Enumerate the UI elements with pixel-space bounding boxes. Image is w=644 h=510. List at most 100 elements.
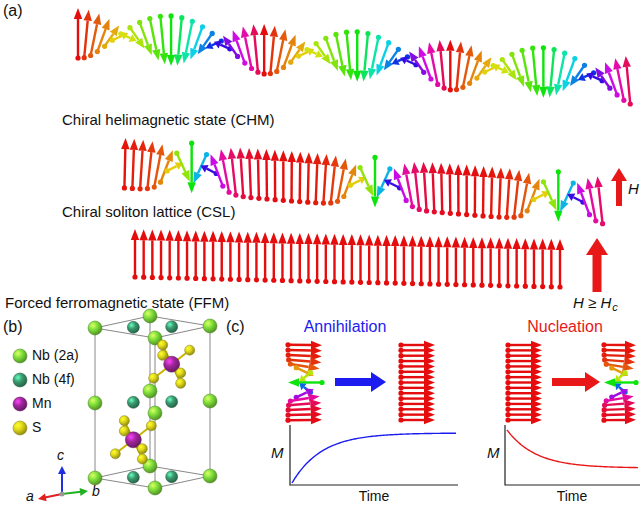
spin-ball [110,38,115,43]
spin-ball [263,277,268,282]
spin-arrow [296,233,304,284]
spin-arrow [504,238,512,289]
spin-head [554,211,562,222]
spin-head [198,44,207,55]
spin-arrow [398,394,435,402]
spin-shaft [515,249,517,286]
spin-ball [273,197,278,202]
spin-head [135,38,144,49]
spin-arrow [495,238,503,289]
spin-head [157,230,165,241]
spin-arrow [279,150,287,203]
spin-arrow [530,238,538,289]
spin-ball [505,396,510,401]
spin-arrow [333,32,346,77]
spin-arrow [554,169,562,222]
spin-ball [130,186,135,191]
spin-shaft [356,32,358,71]
spin-head [241,26,249,38]
spin-ball [122,185,127,190]
spin-shaft [323,165,325,203]
spin-ball [141,275,146,280]
spin-head [377,186,385,198]
spin-head [454,164,462,175]
spin-arrow [505,362,542,370]
spin-ball [427,281,432,286]
spin-shaft [508,413,531,415]
spin-head [165,150,173,162]
spin-shaft [282,161,284,200]
spin-ball [376,35,381,40]
spin-head [338,65,346,77]
spin-head [394,168,402,180]
spin-shaft [590,189,596,221]
spin-arrow [130,139,138,191]
spin-shaft [507,249,509,286]
spin-head [402,164,410,176]
spin-ball [168,13,173,18]
spin-shaft [401,376,424,378]
spin-arrow [486,237,494,288]
spin-arrow [371,155,379,208]
spin-arrow [601,416,636,424]
ferro-picture [505,341,542,424]
arrow-shaft [61,473,63,494]
spin-shaft [364,34,367,71]
spin-shaft [347,32,350,69]
spin-head [512,238,520,249]
spin-ball [386,40,391,45]
spin-ball [262,71,267,76]
spin-ball [398,391,403,396]
graph-axes [505,425,640,485]
spin-head [446,40,454,51]
s-atom [185,345,195,355]
spin-head [160,53,168,64]
spin-arrow [131,229,139,280]
spin-ball [398,407,403,412]
spin-ball [428,76,433,81]
spin-head [417,236,425,247]
s-atom [110,449,120,459]
spin-arrow [304,152,312,204]
nb2a-atom [203,394,217,408]
spin-arrow [348,234,356,285]
spin-shaft [288,344,311,347]
spin-head [174,230,182,241]
spin-arrow [285,410,322,418]
spin-shaft [441,51,444,88]
cell-edge [95,316,150,328]
spin-arrow [95,19,110,54]
spin-arrow [604,362,634,372]
spin-head [304,233,312,244]
spin-ball [341,279,346,284]
spin-arrow [505,346,542,354]
spin-arrow [398,410,435,418]
spin-ball [254,277,259,282]
spin-head [474,51,482,63]
spin-shaft [446,247,448,284]
spin-ball [593,218,598,223]
spin-head [471,165,479,176]
spin-shaft [433,173,434,212]
spin-arrow [398,341,435,349]
spin-head [121,138,129,149]
spin-ball [505,401,510,406]
spin-shaft [533,48,536,85]
spin-shaft [508,344,531,346]
spin-head [392,57,400,65]
legend-text: Mn [32,395,51,411]
b-axis-arrow [62,488,88,496]
spin-shaft [288,349,311,352]
spin-shaft [232,159,236,195]
spin-ball [365,31,370,36]
spin-shaft [140,22,148,44]
spin-ball [404,198,409,203]
spin-ball [333,32,338,37]
spin-shaft [617,69,623,100]
subscript: c [612,301,618,314]
spin-ball [152,184,157,189]
spin-ball [511,215,516,220]
spin-head [505,168,513,179]
spin-head [547,239,555,250]
